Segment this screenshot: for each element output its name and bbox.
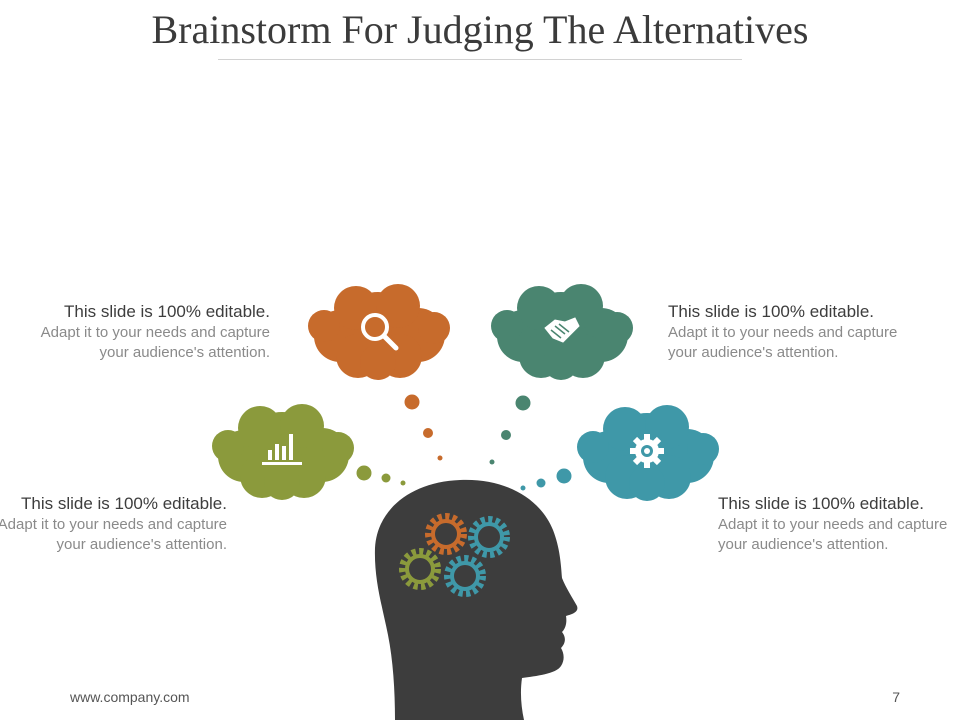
- gear-orange-icon: [425, 513, 467, 555]
- text-lead: This slide is 100% editable.: [668, 302, 875, 321]
- text-body: Adapt it to your needs and capture your …: [718, 516, 948, 553]
- text-lead: This slide is 100% editable.: [20, 494, 227, 513]
- head-silhouette: [374, 479, 578, 720]
- cloud-olive: [212, 404, 354, 500]
- text-lead: This slide is 100% editable.: [63, 302, 270, 321]
- handshake-icon: [544, 317, 580, 343]
- title-underline: [218, 59, 742, 60]
- text-body: Adapt it to your needs and capture your …: [0, 516, 227, 553]
- gear-blue-icon: [444, 555, 486, 597]
- bar-chart-icon: [262, 434, 302, 465]
- text-body: Adapt it to your needs and capture your …: [668, 324, 898, 361]
- gear-olive-icon: [399, 548, 441, 590]
- cloud-teal: [577, 405, 719, 501]
- footer-url: www.company.com: [70, 689, 190, 705]
- gear-icon: [630, 434, 664, 468]
- gear-teal-icon: [468, 516, 510, 558]
- cloud-green: [491, 284, 633, 380]
- text-lead: This slide is 100% editable.: [718, 494, 925, 513]
- slide-title: Brainstorm For Judging The Alternatives: [151, 7, 809, 52]
- thought-dots-olive: [356, 465, 406, 486]
- text-block-bottom-right: This slide is 100% editable. Adapt it to…: [718, 494, 958, 555]
- text-block-top-right: This slide is 100% editable. Adapt it to…: [668, 302, 908, 363]
- page-number: 7: [892, 689, 900, 705]
- thought-dots-teal: [520, 468, 572, 491]
- thought-dots-green: [489, 395, 531, 465]
- text-block-bottom-left: This slide is 100% editable. Adapt it to…: [0, 494, 227, 555]
- magnifier-icon: [361, 313, 399, 351]
- thought-dots-orange: [404, 394, 443, 461]
- text-body: Adapt it to your needs and capture your …: [40, 324, 270, 361]
- cloud-orange: [308, 284, 450, 380]
- text-block-top-left: This slide is 100% editable. Adapt it to…: [30, 302, 270, 363]
